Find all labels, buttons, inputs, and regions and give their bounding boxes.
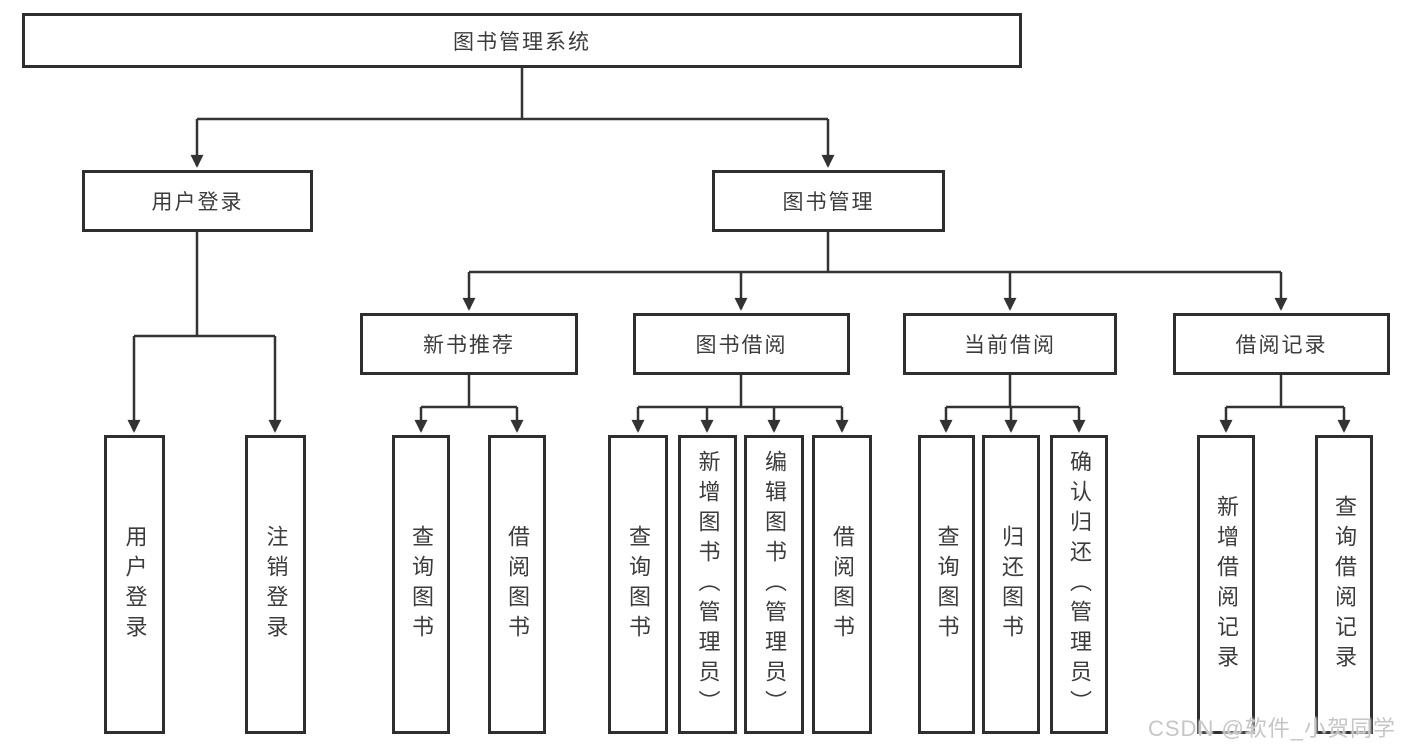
node-new-book-recommend: 新书推荐 [360,313,578,375]
leaf-add-borrow-record: 新增借阅记录 [1197,435,1255,734]
leaf-query-borrow-record: 查询借阅记录 [1315,435,1373,734]
leaf-logout: 注销登录 [245,435,306,734]
leaf-add-books-admin: 新增图书（管理员） [678,435,737,734]
leaf-user-login: 用户登录 [104,435,165,734]
leaf-confirm-return-admin: 确认归还（管理员） [1050,435,1108,734]
node-root-system: 图书管理系统 [22,13,1022,68]
node-current-borrow: 当前借阅 [903,313,1117,375]
leaf-query-books-borrow: 查询图书 [608,435,668,734]
leaf-query-books-current: 查询图书 [918,435,975,734]
node-borrow-records: 借阅记录 [1173,313,1390,375]
node-book-management: 图书管理 [712,170,945,232]
node-book-borrow: 图书借阅 [633,313,850,375]
leaf-edit-books-admin: 编辑图书（管理员） [744,435,804,734]
node-user-login: 用户登录 [82,170,313,232]
leaf-query-books-recommend: 查询图书 [392,435,450,734]
leaf-return-books: 归还图书 [982,435,1040,734]
watermark-csdn: CSDN @软件_小贺同学 [1148,716,1397,741]
leaf-borrow-books: 借阅图书 [812,435,872,734]
leaf-borrow-books-recommend: 借阅图书 [488,435,546,734]
